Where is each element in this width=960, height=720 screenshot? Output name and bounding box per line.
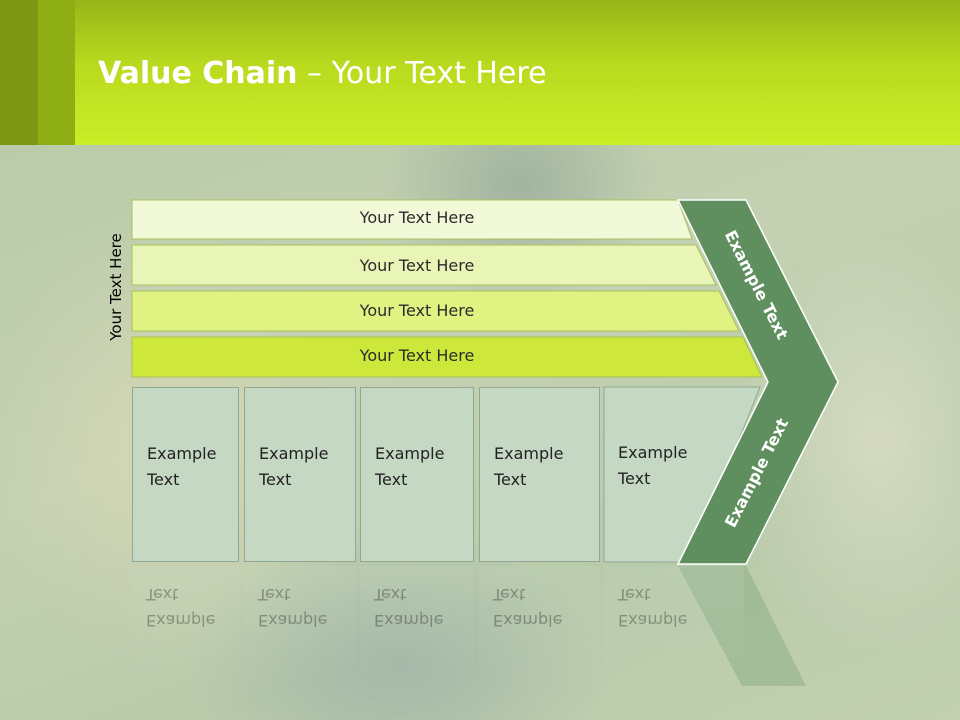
cell-5-reflection-body: Example Text bbox=[604, 566, 744, 686]
cell-1-reflection-line2: Text bbox=[146, 585, 179, 604]
cell-2-line2: Text bbox=[259, 470, 292, 489]
cell-5-reflection-line2: Text bbox=[618, 585, 651, 604]
chevron-reflection bbox=[678, 566, 806, 686]
cell-2-reflection-text: Example Text bbox=[258, 581, 327, 633]
cell-4-reflection-line1: Example bbox=[493, 611, 563, 630]
cell-2-reflection-line1: Example bbox=[258, 611, 328, 630]
cell-3-reflection-text: Example Text bbox=[374, 581, 443, 633]
cell-4-reflection-text: Example Text bbox=[493, 581, 562, 633]
cell-3-reflection-body: Example Text bbox=[360, 566, 474, 686]
cell-1-reflection-line1: Example bbox=[146, 611, 216, 630]
row-bar-4[interactable] bbox=[131, 336, 763, 378]
row-bar-3[interactable] bbox=[131, 290, 740, 332]
row-label-3: Your Text Here bbox=[359, 301, 475, 320]
cell-3-line1: Example bbox=[375, 444, 445, 463]
cell-2-line1: Example bbox=[259, 444, 329, 463]
header-stripe-dark bbox=[0, 0, 38, 145]
cell-4-reflection-body: Example Text bbox=[479, 566, 600, 686]
header-stripe-mid bbox=[38, 0, 75, 145]
cell-3-reflection-line2: Text bbox=[374, 585, 407, 604]
cell-1-line2: Text bbox=[147, 470, 180, 489]
cell-3-reflection: Example Text bbox=[360, 566, 474, 686]
cell-3-line2: Text bbox=[375, 470, 408, 489]
cell-4-line1: Example bbox=[494, 444, 564, 463]
cell-2-reflection: Example Text bbox=[244, 566, 356, 686]
row-label-1: Your Text Here bbox=[359, 208, 475, 227]
cell-5-reflection-line1: Example bbox=[618, 611, 688, 630]
chevron-arrow[interactable] bbox=[676, 199, 839, 565]
cell-4-reflection: Example Text bbox=[479, 566, 600, 686]
cell-5-reflection-text: Example Text bbox=[618, 581, 687, 633]
row-bar-2[interactable] bbox=[131, 244, 717, 286]
cell-1-line1: Example bbox=[147, 444, 217, 463]
cell-1-reflection: Example Text bbox=[132, 566, 239, 686]
cell-1-reflection-body: Example Text bbox=[132, 566, 239, 686]
cell-2-reflection-body: Example Text bbox=[244, 566, 356, 686]
cell-5-line1: Example bbox=[618, 443, 688, 462]
row-label-2: Your Text Here bbox=[359, 256, 475, 275]
row-bar-1[interactable] bbox=[131, 199, 693, 240]
cell-5-line2: Text bbox=[618, 469, 651, 488]
row-label-4: Your Text Here bbox=[359, 346, 475, 365]
cell-2-reflection-line2: Text bbox=[258, 585, 291, 604]
side-label[interactable]: Your Text Here bbox=[107, 233, 125, 341]
title-rest: – Your Text Here bbox=[297, 56, 547, 91]
cell-4-reflection-line2: Text bbox=[493, 585, 526, 604]
title-bold: Value Chain bbox=[98, 56, 298, 91]
cell-3-reflection-line1: Example bbox=[374, 611, 444, 630]
cell-4-line2: Text bbox=[494, 470, 527, 489]
title-bar: Value Chain – Your Text Here bbox=[0, 0, 960, 145]
cell-5-reflection: Example Text bbox=[604, 566, 744, 686]
cell-1-reflection-text: Example Text bbox=[146, 581, 215, 633]
slide-title[interactable]: Value Chain – Your Text Here bbox=[98, 54, 547, 94]
